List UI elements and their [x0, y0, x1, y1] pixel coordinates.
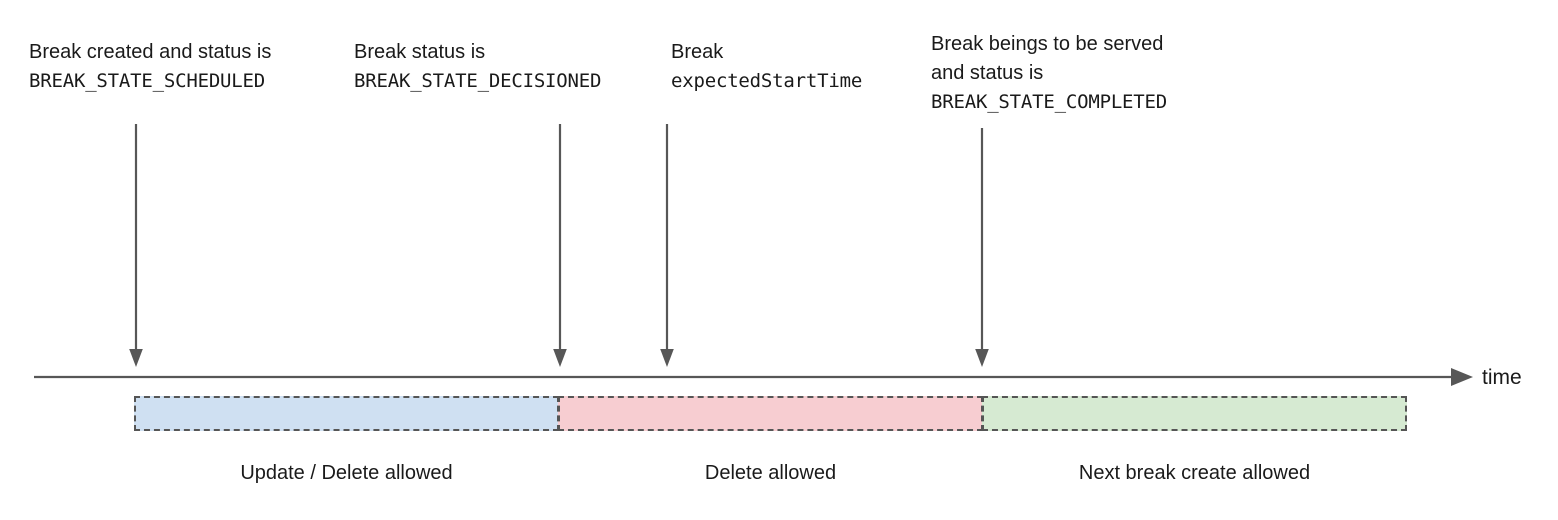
- phase-caption-next-break-create-allowed: Next break create allowed: [1078, 462, 1311, 484]
- annotation-break-expected-start-time: Break expectedStartTime: [671, 38, 862, 96]
- annotation-line-2-field-name: expectedStartTime: [671, 70, 863, 92]
- annotation-line-2: and status is: [931, 62, 1044, 84]
- annotation-break-completed: Break beings to be served and status is …: [931, 30, 1167, 117]
- phase-caption-update-delete-allowed: Update / Delete allowed: [240, 462, 453, 484]
- marker-arrow-expected-start-time-icon: [658, 124, 676, 368]
- annotation-line-1: Break: [671, 41, 724, 63]
- annotation-break-decisioned: Break status is BREAK_STATE_DECISIONED: [354, 38, 601, 96]
- phase-caption-delete-allowed: Delete allowed: [704, 462, 837, 484]
- annotation-line-2-state-code: BREAK_STATE_SCHEDULED: [29, 70, 266, 92]
- annotation-line-2-state-code: BREAK_STATE_DECISIONED: [354, 70, 602, 92]
- phase-bar-delete-allowed: [558, 396, 983, 431]
- marker-arrow-decisioned-icon: [551, 124, 569, 368]
- phase-bar-next-break-create-allowed: [982, 396, 1407, 431]
- annotation-line-1: Break status is: [354, 41, 486, 63]
- annotation-break-scheduled: Break created and status is BREAK_STATE_…: [29, 38, 271, 96]
- annotation-line-1: Break created and status is: [29, 41, 272, 63]
- annotation-line-3-state-code: BREAK_STATE_COMPLETED: [931, 91, 1168, 113]
- time-axis-label: time: [1482, 366, 1522, 389]
- marker-arrow-scheduled-icon: [127, 124, 145, 368]
- time-axis-arrow-icon: [34, 359, 1478, 395]
- marker-arrow-completed-icon: [973, 128, 991, 368]
- annotation-line-1: Break beings to be served: [931, 33, 1164, 55]
- phase-bar-update-delete-allowed: [134, 396, 559, 431]
